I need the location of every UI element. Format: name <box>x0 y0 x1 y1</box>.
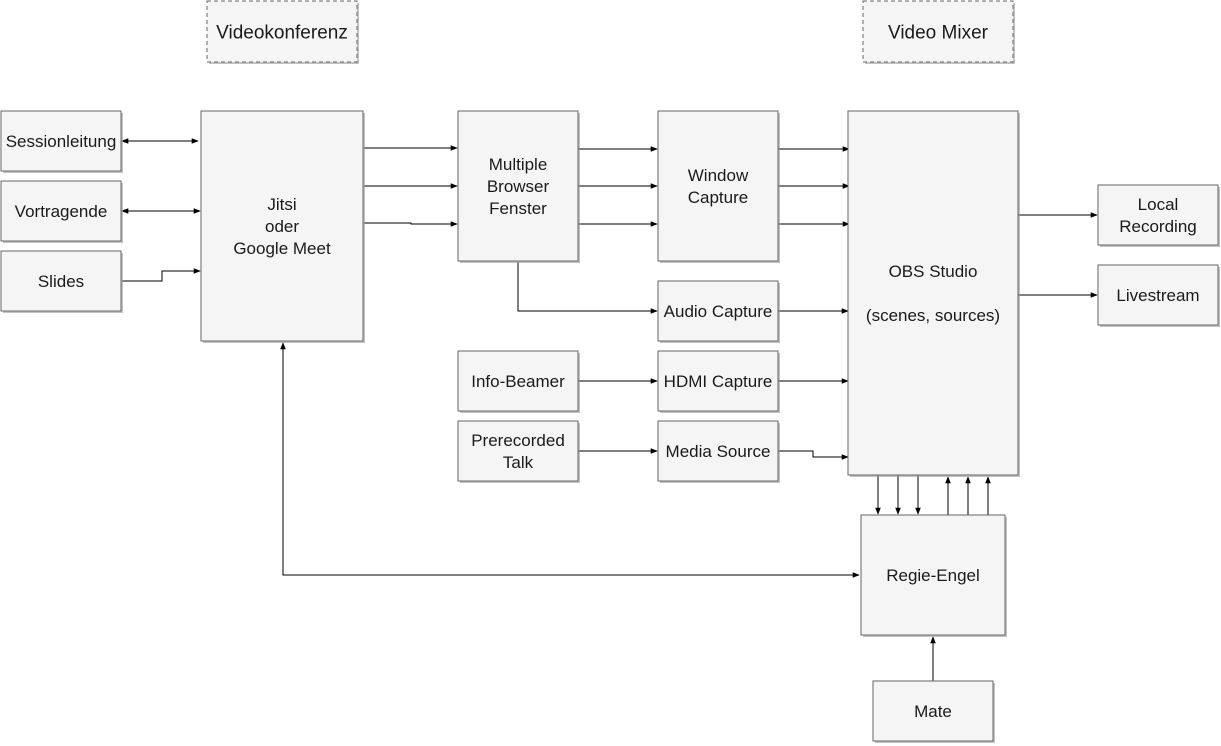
header-videokonferenz: Videokonferenz <box>206 0 359 64</box>
node-label-line: Jitsi <box>267 195 296 214</box>
node-media-source: Media Source <box>657 420 780 483</box>
node-label-line: Mate <box>914 702 952 721</box>
node-label-line: Livestream <box>1116 286 1199 305</box>
node-label-line: Audio Capture <box>664 302 773 321</box>
header-label: Video Mixer <box>888 23 989 44</box>
node-regie-engel: Regie-Engel <box>860 514 1007 637</box>
node-mate: Mate <box>872 680 995 743</box>
node-label-line: OBS Studio <box>889 262 978 281</box>
node-audio-capture: Audio Capture <box>657 280 780 343</box>
node-label-line: Regie-Engel <box>886 566 980 585</box>
connections <box>121 138 1098 681</box>
node-label-line: Window <box>688 166 749 185</box>
node-label-line: Fenster <box>489 199 547 218</box>
node-label-line: Talk <box>503 453 534 472</box>
node-vortragende: Vortragende <box>0 180 123 243</box>
node-label-line: (scenes, sources) <box>866 306 1000 325</box>
edge-media-obs <box>778 450 849 460</box>
node-livestream: Livestream <box>1097 264 1220 327</box>
header-video-mixer: Video Mixer <box>862 0 1015 64</box>
node-slides: Slides <box>0 250 123 313</box>
node-label-line: oder <box>265 217 299 236</box>
node-label-line: Vortragende <box>15 202 108 221</box>
edge-jitsi-browser-3 <box>364 221 458 227</box>
node-label-line: Slides <box>38 272 84 291</box>
edge-slides-jitsi <box>122 268 201 282</box>
node-label-line: Info-Beamer <box>471 372 565 391</box>
node-info-beamer: Info-Beamer <box>457 350 580 413</box>
node-label-line: HDMI Capture <box>664 372 773 391</box>
node-obs-studio: OBS Studio (scenes, sources) <box>847 110 1020 477</box>
node-label-line: Local <box>1138 195 1179 214</box>
header-label: Videokonferenz <box>216 23 348 44</box>
node-label-line: Capture <box>688 188 748 207</box>
node-hdmi-capture: HDMI Capture <box>657 350 780 413</box>
node-label-line: Sessionleitung <box>6 132 117 151</box>
node-label-line: Multiple <box>489 155 548 174</box>
node-label-line: Recording <box>1119 217 1197 236</box>
node-label-line: Google Meet <box>233 239 331 258</box>
node-label-line: Media Source <box>666 442 771 461</box>
node-label-line: Browser <box>487 177 550 196</box>
node-sessionleitung: Sessionleitung <box>0 110 123 173</box>
edge-jitsi-regie <box>280 342 860 578</box>
edge-browser-audio <box>517 262 658 314</box>
node-label-line: Prerecorded <box>471 431 565 450</box>
